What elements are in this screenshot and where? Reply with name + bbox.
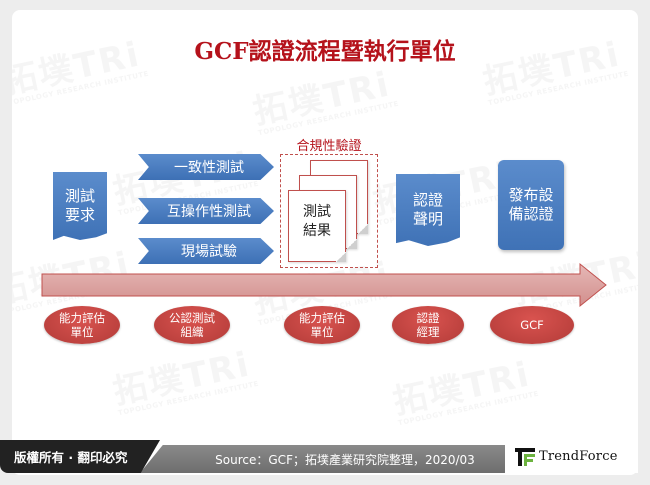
page-fold-icon: [336, 252, 346, 262]
conformance-test-chevron: 一致性測試: [138, 154, 274, 180]
interoperability-test-chevron: 互操作性測試: [138, 198, 274, 224]
chevron-label: 互操作性測試: [167, 204, 251, 220]
page-fold-icon: [358, 224, 368, 234]
test-requirement-shape: 測試 要求: [53, 172, 107, 240]
unit-ellipse: GCF: [490, 306, 574, 344]
unit-ellipse: 能力評估 單位: [44, 306, 120, 344]
test-result-text: 測試 結果: [303, 204, 331, 239]
chevron-label: 現場試驗: [181, 244, 237, 260]
page-fold-icon: [347, 239, 357, 249]
brand-logo: TrendForce: [505, 440, 638, 473]
page-title: GCF認證流程暨執行單位: [194, 38, 456, 65]
unit-ellipse: 認證 經理: [392, 306, 464, 344]
declaration-shape: 認證 聲明: [396, 174, 460, 246]
field-trial-chevron: 現場試驗: [138, 238, 274, 264]
source-bar: Source：GCF；拓墣產業研究院整理，2020/03: [140, 445, 520, 473]
compliance-label: 合規性驗證: [296, 139, 362, 154]
unit-ellipse: 公認測試 組織: [154, 306, 230, 344]
unit-ellipse: 能力評估 單位: [284, 306, 360, 344]
certificate-scroll-shape: 發布設 備認證: [498, 160, 564, 250]
compliance-dashed-box: [280, 154, 378, 268]
result-page-front: 測試 結果: [288, 190, 346, 262]
source-text: Source：GCF；拓墣產業研究院整理，2020/03: [215, 452, 475, 467]
brand-name: TrendForce: [539, 449, 618, 464]
chevron-label: 一致性測試: [174, 160, 244, 176]
process-arrow: [41, 262, 607, 308]
copyright-bar: 版權所有 · 翻印必究: [0, 440, 160, 473]
trendforce-logo-icon: [515, 447, 535, 466]
copyright-text: 版權所有 · 翻印必究: [14, 450, 128, 465]
